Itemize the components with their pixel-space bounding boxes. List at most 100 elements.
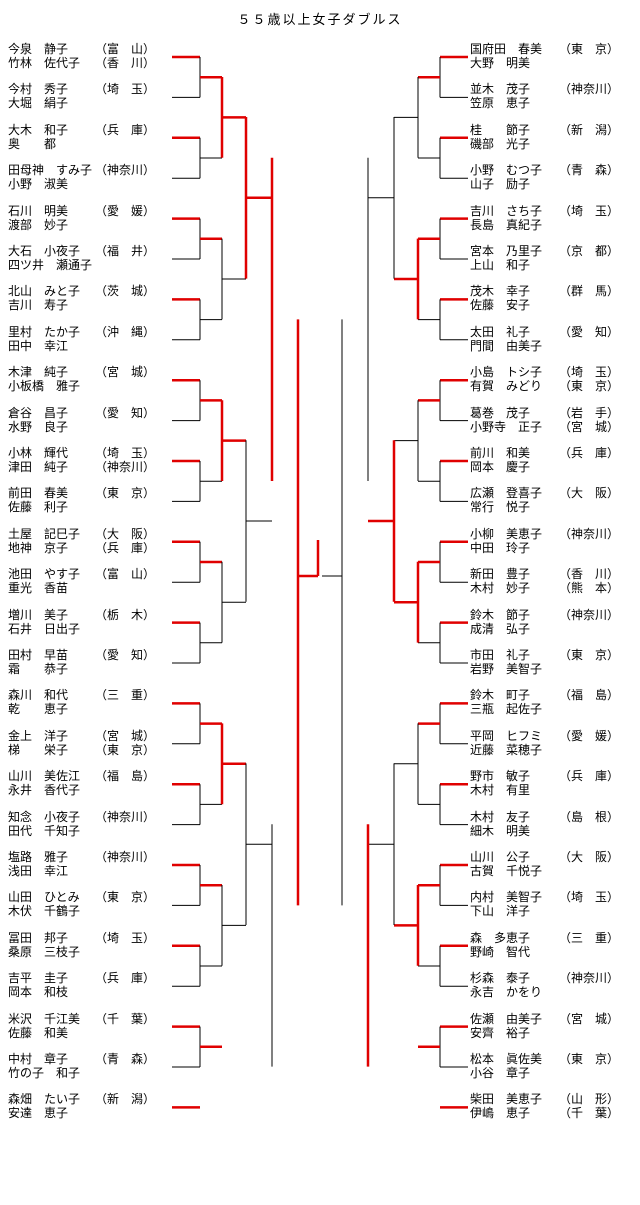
prefecture: （青 森） — [556, 163, 622, 177]
entry-names: 土屋 記巳子地神 京子 — [8, 527, 80, 555]
player-name: 柴田 美恵子 — [470, 1092, 543, 1107]
player-name: 小島 トシ子 — [470, 365, 543, 380]
prefecture-label: （埼 玉） — [94, 930, 155, 945]
prefecture-label: （東 京） — [558, 648, 619, 662]
player-name: 野市 敏子 — [470, 769, 531, 784]
player-name: 磯部 光子 — [470, 136, 531, 151]
player-name: 下山 洋子 — [470, 904, 531, 919]
entry-names: 前田 春美佐藤 利子 — [8, 486, 68, 514]
prefecture-label: （沖 縄） — [94, 324, 155, 339]
prefecture-label: （神奈川） — [558, 526, 619, 541]
player-name: 渡部 妙子 — [8, 217, 69, 232]
entry-names: 山川 公子古賀 千悦子 — [470, 850, 542, 878]
prefecture-label: （千 葉） — [94, 1011, 155, 1026]
player-name: 松本 眞佐美 — [470, 1052, 543, 1066]
player-name: 鈴木 町子 — [470, 688, 531, 703]
entry-names: 鈴木 町子三瓶 起佐子 — [470, 688, 542, 716]
entry-names: 松本 眞佐美小谷 章子 — [470, 1052, 542, 1080]
player-name: 木村 友子 — [470, 809, 531, 824]
player-name: 森畑 たい子 — [8, 1092, 81, 1107]
prefecture: （愛 知） — [556, 325, 622, 339]
prefecture: （神奈川） — [556, 82, 622, 96]
player-name: 岩野 美智子 — [470, 662, 543, 676]
player-name: 細木 明美 — [470, 823, 531, 838]
player-name: 地神 京子 — [8, 540, 69, 555]
prefecture-label: （愛 媛） — [94, 203, 155, 218]
entry-names: 太田 礼子門間 由美子 — [470, 325, 542, 353]
prefecture-label: （福 島） — [558, 688, 619, 703]
entry-names: 木津 純子小板橋 雅子 — [8, 365, 80, 393]
player-name: 杉森 泰子 — [470, 971, 531, 986]
entry-names: 平岡 ヒフミ近藤 菜穂子 — [470, 729, 542, 757]
prefecture: （埼 玉）（東 京） — [556, 365, 622, 393]
player-name: 佐瀬 由美子 — [470, 1011, 543, 1026]
player-name: 有賀 みどり — [470, 379, 543, 394]
entry-names: 桂 節子磯部 光子 — [470, 123, 530, 151]
prefecture: （東 京） — [556, 42, 622, 56]
prefecture-label: （埼 玉） — [94, 82, 155, 97]
player-name: 木伏 千鶴子 — [8, 904, 81, 919]
player-name: 土屋 記巳子 — [8, 526, 81, 541]
player-name: 奥 都 — [8, 136, 57, 151]
prefecture-label: （宮 城） — [558, 419, 619, 434]
player-name: 森 多恵子 — [470, 930, 531, 945]
prefecture: （兵 庫） — [556, 769, 622, 783]
player-name: 山田 ひとみ — [8, 890, 80, 905]
prefecture: （兵 庫） — [92, 123, 158, 137]
prefecture-label: （香 川） — [558, 567, 619, 582]
prefecture-label: （兵 庫） — [94, 122, 155, 137]
prefecture-label: （兵 庫） — [94, 971, 155, 986]
prefecture: （宮 城）（東 京） — [92, 729, 158, 757]
player-name: 新田 豊子 — [470, 567, 531, 582]
entry-names: 倉谷 昌子水野 良子 — [8, 406, 68, 434]
entry-names: 今村 秀子大堀 絹子 — [8, 82, 68, 110]
player-name: 米沢 千江美 — [8, 1011, 81, 1026]
entry-names: 増川 美子石井 日出子 — [8, 608, 80, 636]
prefecture: （京 都） — [556, 244, 622, 258]
prefecture-label: （富 山） — [94, 567, 155, 582]
prefecture: （山 形）（千 葉） — [556, 1092, 622, 1120]
player-name: 小柳 美恵子 — [470, 526, 543, 541]
player-name: 知念 小夜子 — [8, 809, 81, 824]
entry-names: 内村 美智子下山 洋子 — [470, 890, 542, 918]
prefecture-label: （新 潟） — [94, 1092, 155, 1107]
prefecture: （千 葉） — [92, 1012, 158, 1026]
player-name: 倉谷 昌子 — [8, 405, 69, 420]
entry-names: 知念 小夜子田代 千知子 — [8, 810, 80, 838]
player-name: 塩路 雅子 — [8, 850, 69, 864]
player-name: 太田 礼子 — [470, 324, 531, 339]
prefecture-label: （宮 城） — [558, 1011, 619, 1026]
prefecture-label: （埼 玉） — [94, 446, 155, 460]
prefecture-label: （大 阪） — [558, 850, 619, 864]
prefecture: （神奈川） — [556, 608, 622, 622]
player-name: 宮本 乃里子 — [470, 244, 543, 258]
entry-names: 山川 美佐江永井 香代子 — [8, 769, 80, 797]
player-name: 中田 玲子 — [470, 540, 531, 555]
prefecture-label: （京 都） — [558, 244, 619, 258]
player-name: 笠原 恵子 — [470, 96, 531, 111]
player-name: 桑原 三枝子 — [8, 944, 81, 959]
player-name: 並木 茂子 — [470, 82, 531, 97]
prefecture: （岩 手）（宮 城） — [556, 406, 622, 434]
player-name: 大堀 絹子 — [8, 96, 69, 111]
entry-names: 森畑 たい子安達 恵子 — [8, 1092, 80, 1120]
prefecture: （富 山） — [92, 567, 158, 581]
prefecture: （東 京） — [556, 648, 622, 662]
prefecture-label: （大 阪） — [94, 526, 155, 541]
player-name: 近藤 菜穂子 — [470, 742, 543, 757]
prefecture-label: （愛 知） — [94, 648, 155, 662]
prefecture: （茨 城） — [92, 284, 158, 298]
player-name: 広瀬 登喜子 — [470, 486, 543, 501]
prefecture: （新 潟） — [92, 1092, 158, 1106]
prefecture-label: （埼 玉） — [558, 203, 619, 218]
entry-names: 北山 みと子吉川 寿子 — [8, 284, 80, 312]
player-name: 古賀 千悦子 — [470, 864, 543, 878]
player-name: 津田 純子 — [8, 460, 69, 474]
prefecture: （大 阪）（兵 庫） — [92, 527, 158, 555]
prefecture: （神奈川） — [92, 163, 158, 177]
player-name: 大野 明美 — [470, 56, 531, 70]
prefecture-label: （群 馬） — [558, 284, 619, 299]
prefecture-label: （愛 知） — [558, 324, 619, 339]
player-name: 岡本 慶子 — [470, 460, 531, 474]
prefecture-label: （宮 城） — [94, 365, 155, 380]
